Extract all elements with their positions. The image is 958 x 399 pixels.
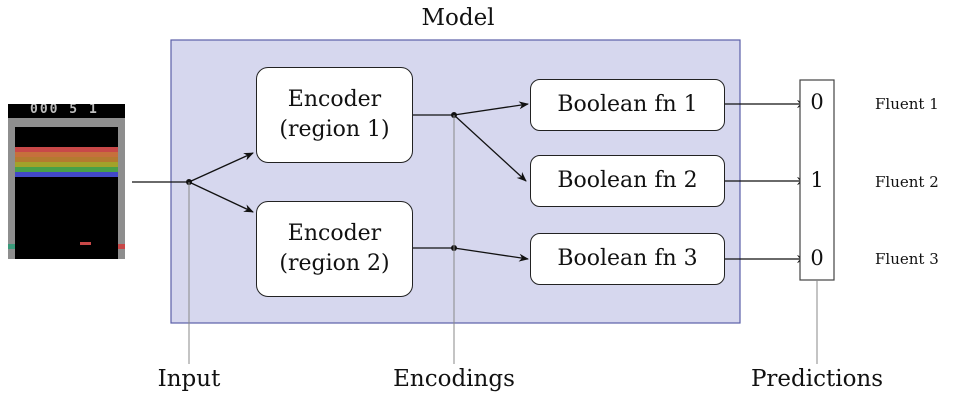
fluent-label-1: Fluent 1 xyxy=(875,95,939,113)
game-input-image: 000 5 1 xyxy=(8,104,125,259)
brick-row-2 xyxy=(15,152,118,157)
arrow-encoding1-fn1 xyxy=(453,101,529,116)
arrow-encoding1-fn2 xyxy=(453,114,527,182)
game-bottom-right xyxy=(118,244,125,249)
encodings-label: Encodings xyxy=(393,366,515,392)
predictions-vector xyxy=(799,79,835,281)
arrow-encoding2-fn3 xyxy=(453,247,529,262)
brick-row-6 xyxy=(15,172,118,177)
brick-row-1 xyxy=(15,147,118,152)
game-wall-top xyxy=(8,118,125,127)
encoder-2-title: Encoder xyxy=(287,221,382,247)
encoder-region-1: Encoder (region 1) xyxy=(256,67,413,163)
encoder-1-title: Encoder xyxy=(287,87,382,113)
game-bottom-left xyxy=(8,244,15,249)
encoder-region-2: Encoder (region 2) xyxy=(256,201,413,297)
predictions-label: Predictions xyxy=(750,366,884,392)
encoder-1-region: (region 1) xyxy=(279,117,390,142)
model-label: Model xyxy=(421,5,495,31)
prediction-value-2: 1 xyxy=(810,168,824,192)
game-paddle xyxy=(80,242,91,245)
prediction-value-3: 0 xyxy=(810,246,824,270)
brick-row-5 xyxy=(15,167,118,172)
brick-row-3 xyxy=(15,157,118,162)
boolean-fn-2: Boolean fn 2 xyxy=(530,155,725,207)
game-wall-left xyxy=(8,118,15,259)
brick-row-4 xyxy=(15,162,118,167)
fluent-label-2: Fluent 2 xyxy=(875,173,939,191)
encoder-2-region: (region 2) xyxy=(279,251,390,276)
game-wall-right xyxy=(118,118,125,259)
game-hud: 000 5 1 xyxy=(8,104,125,118)
game-score: 000 5 1 xyxy=(30,104,99,117)
input-label: Input xyxy=(157,366,221,392)
boolean-fn-3: Boolean fn 3 xyxy=(530,233,725,285)
fluent-label-3: Fluent 3 xyxy=(875,250,939,268)
boolean-fn-1: Boolean fn 1 xyxy=(530,79,725,131)
arrow-input-encoder2 xyxy=(188,181,254,213)
prediction-value-1: 0 xyxy=(810,90,824,114)
arrow-input-encoder1 xyxy=(188,152,254,183)
